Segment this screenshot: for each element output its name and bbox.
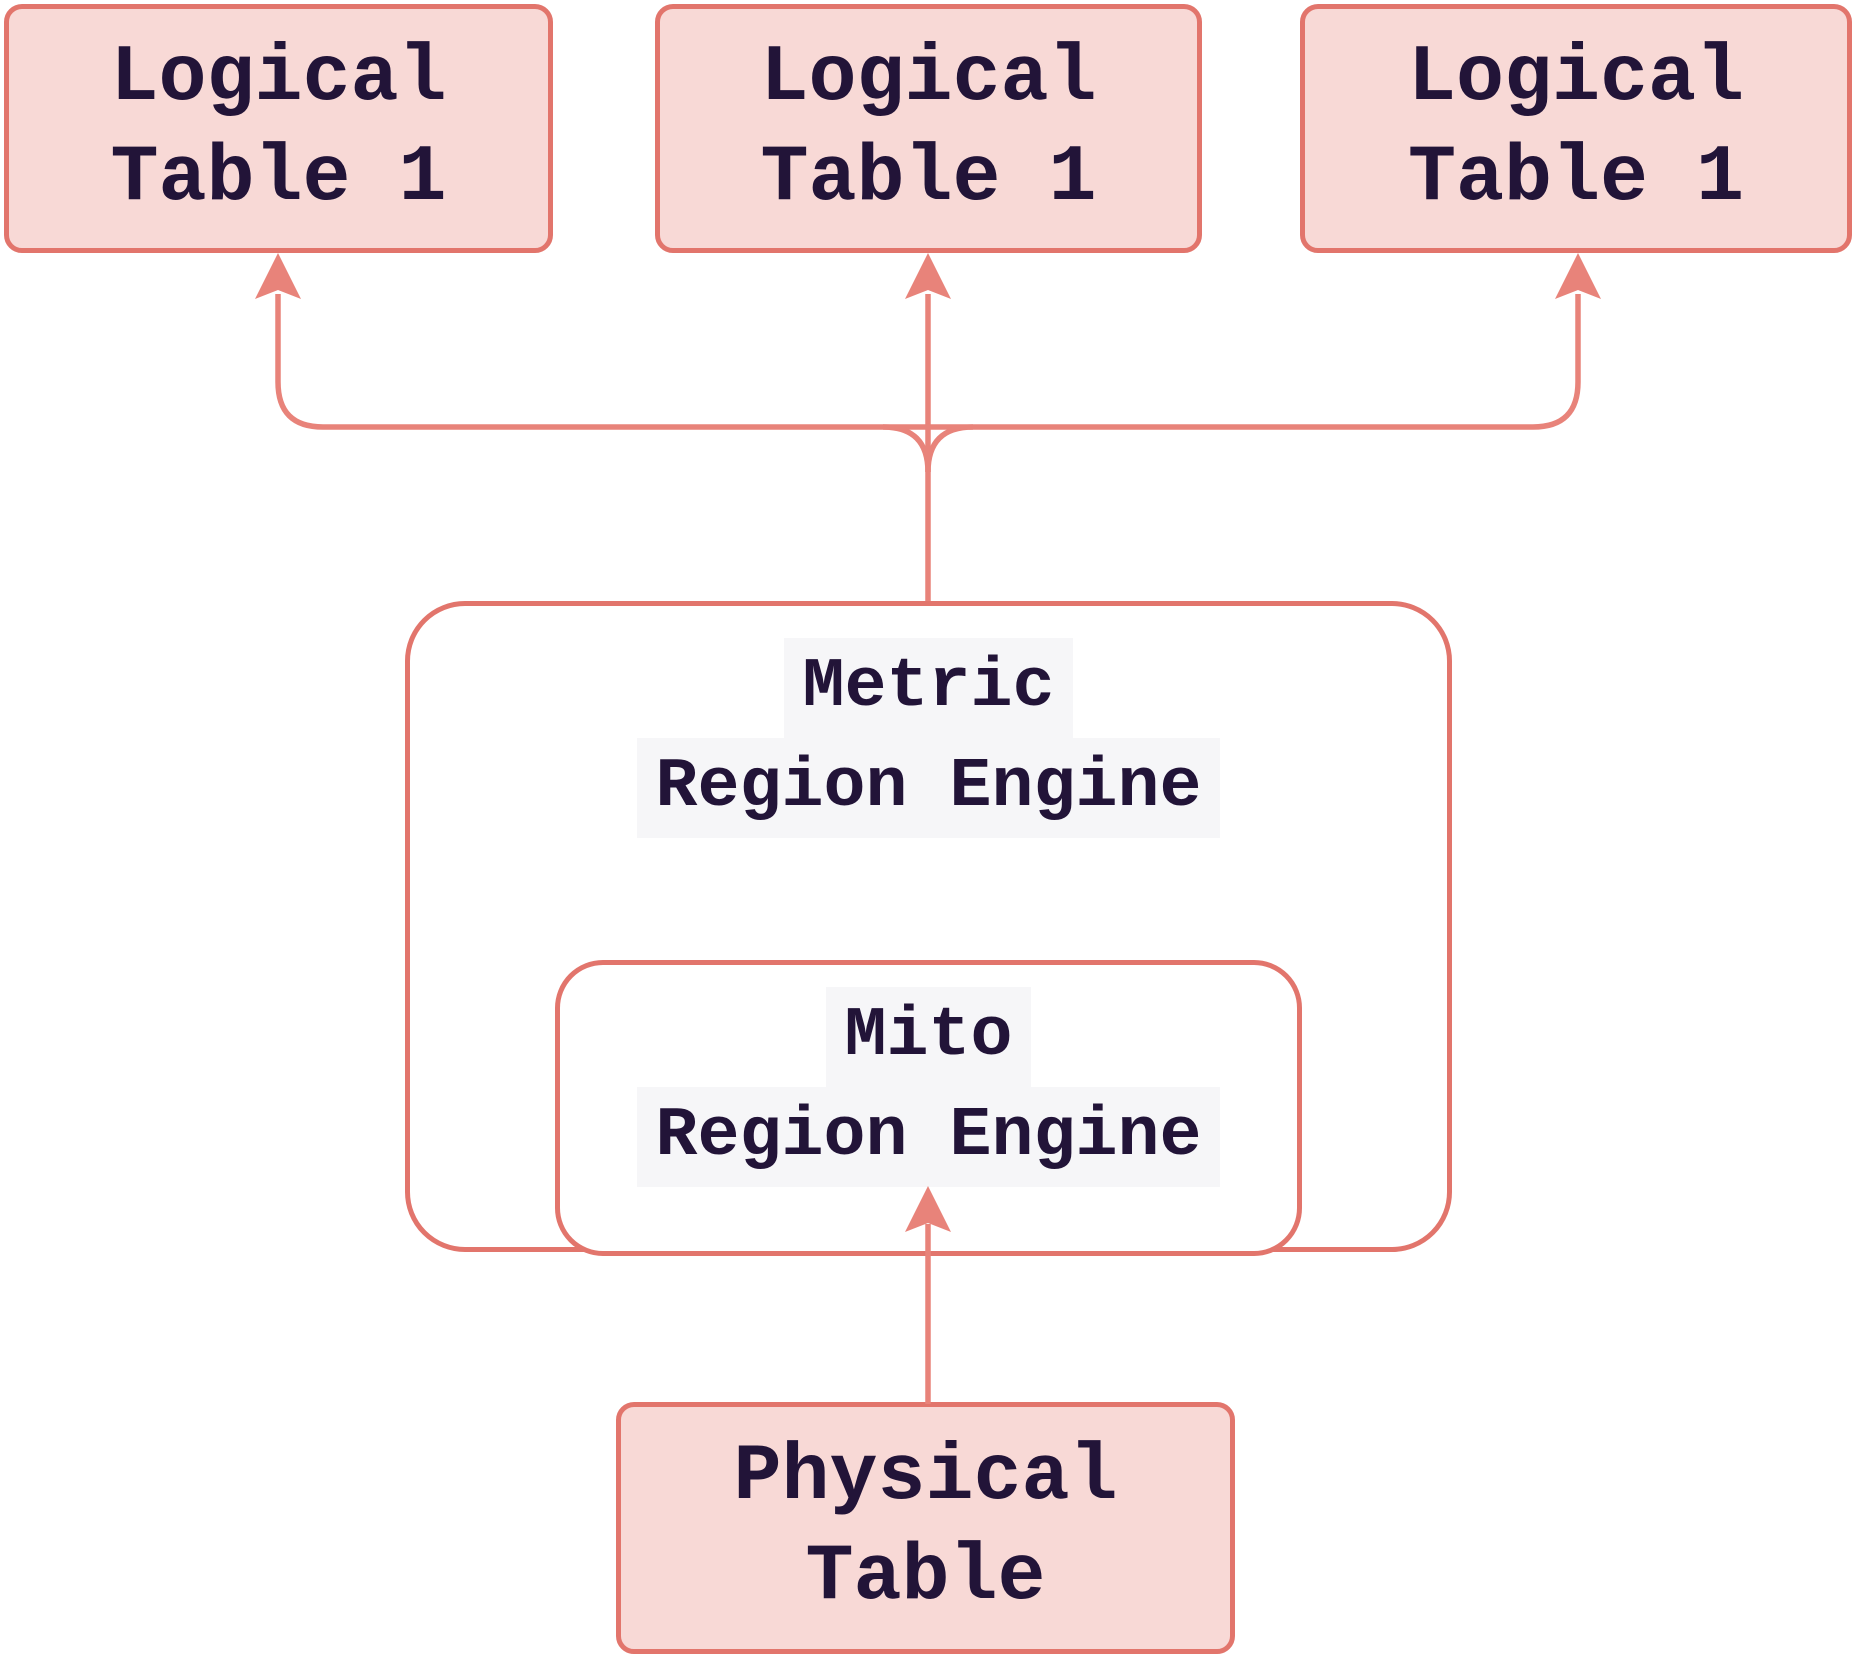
node-logical-table-3: Logical Table 1: [1300, 4, 1852, 253]
node-logical-table-1: Logical Table 1: [4, 4, 553, 253]
node-mito-region-engine: Mito Region Engine: [555, 960, 1302, 1256]
junction-fillet-right: [925, 424, 974, 473]
node-label-line: Table 1: [1407, 132, 1745, 224]
node-physical-table: Physical Table: [616, 1402, 1235, 1654]
arrowhead-to-logical-table-3: [1555, 253, 1601, 299]
arrowhead-to-logical-table-1: [255, 253, 301, 299]
branch-connector-line: [275, 294, 1581, 430]
node-label-line: Metric: [784, 638, 1073, 738]
node-label-line: Table: [805, 1532, 1046, 1623]
junction-fillet-left: [882, 424, 931, 473]
node-logical-table-2: Logical Table 1: [655, 4, 1202, 253]
node-label-line: Mito: [826, 987, 1031, 1087]
arrowhead-to-logical-table-2: [905, 253, 951, 299]
node-label-line: Region Engine: [637, 738, 1220, 838]
node-label-line: Logical: [110, 32, 447, 124]
node-label-line: Table 1: [760, 132, 1097, 224]
node-label-line: Physical: [733, 1432, 1118, 1523]
node-label-line: Table 1: [110, 132, 447, 224]
node-label-line: Region Engine: [637, 1087, 1220, 1187]
node-label-line: Logical: [1407, 32, 1745, 124]
node-label-line: Logical: [760, 32, 1097, 124]
